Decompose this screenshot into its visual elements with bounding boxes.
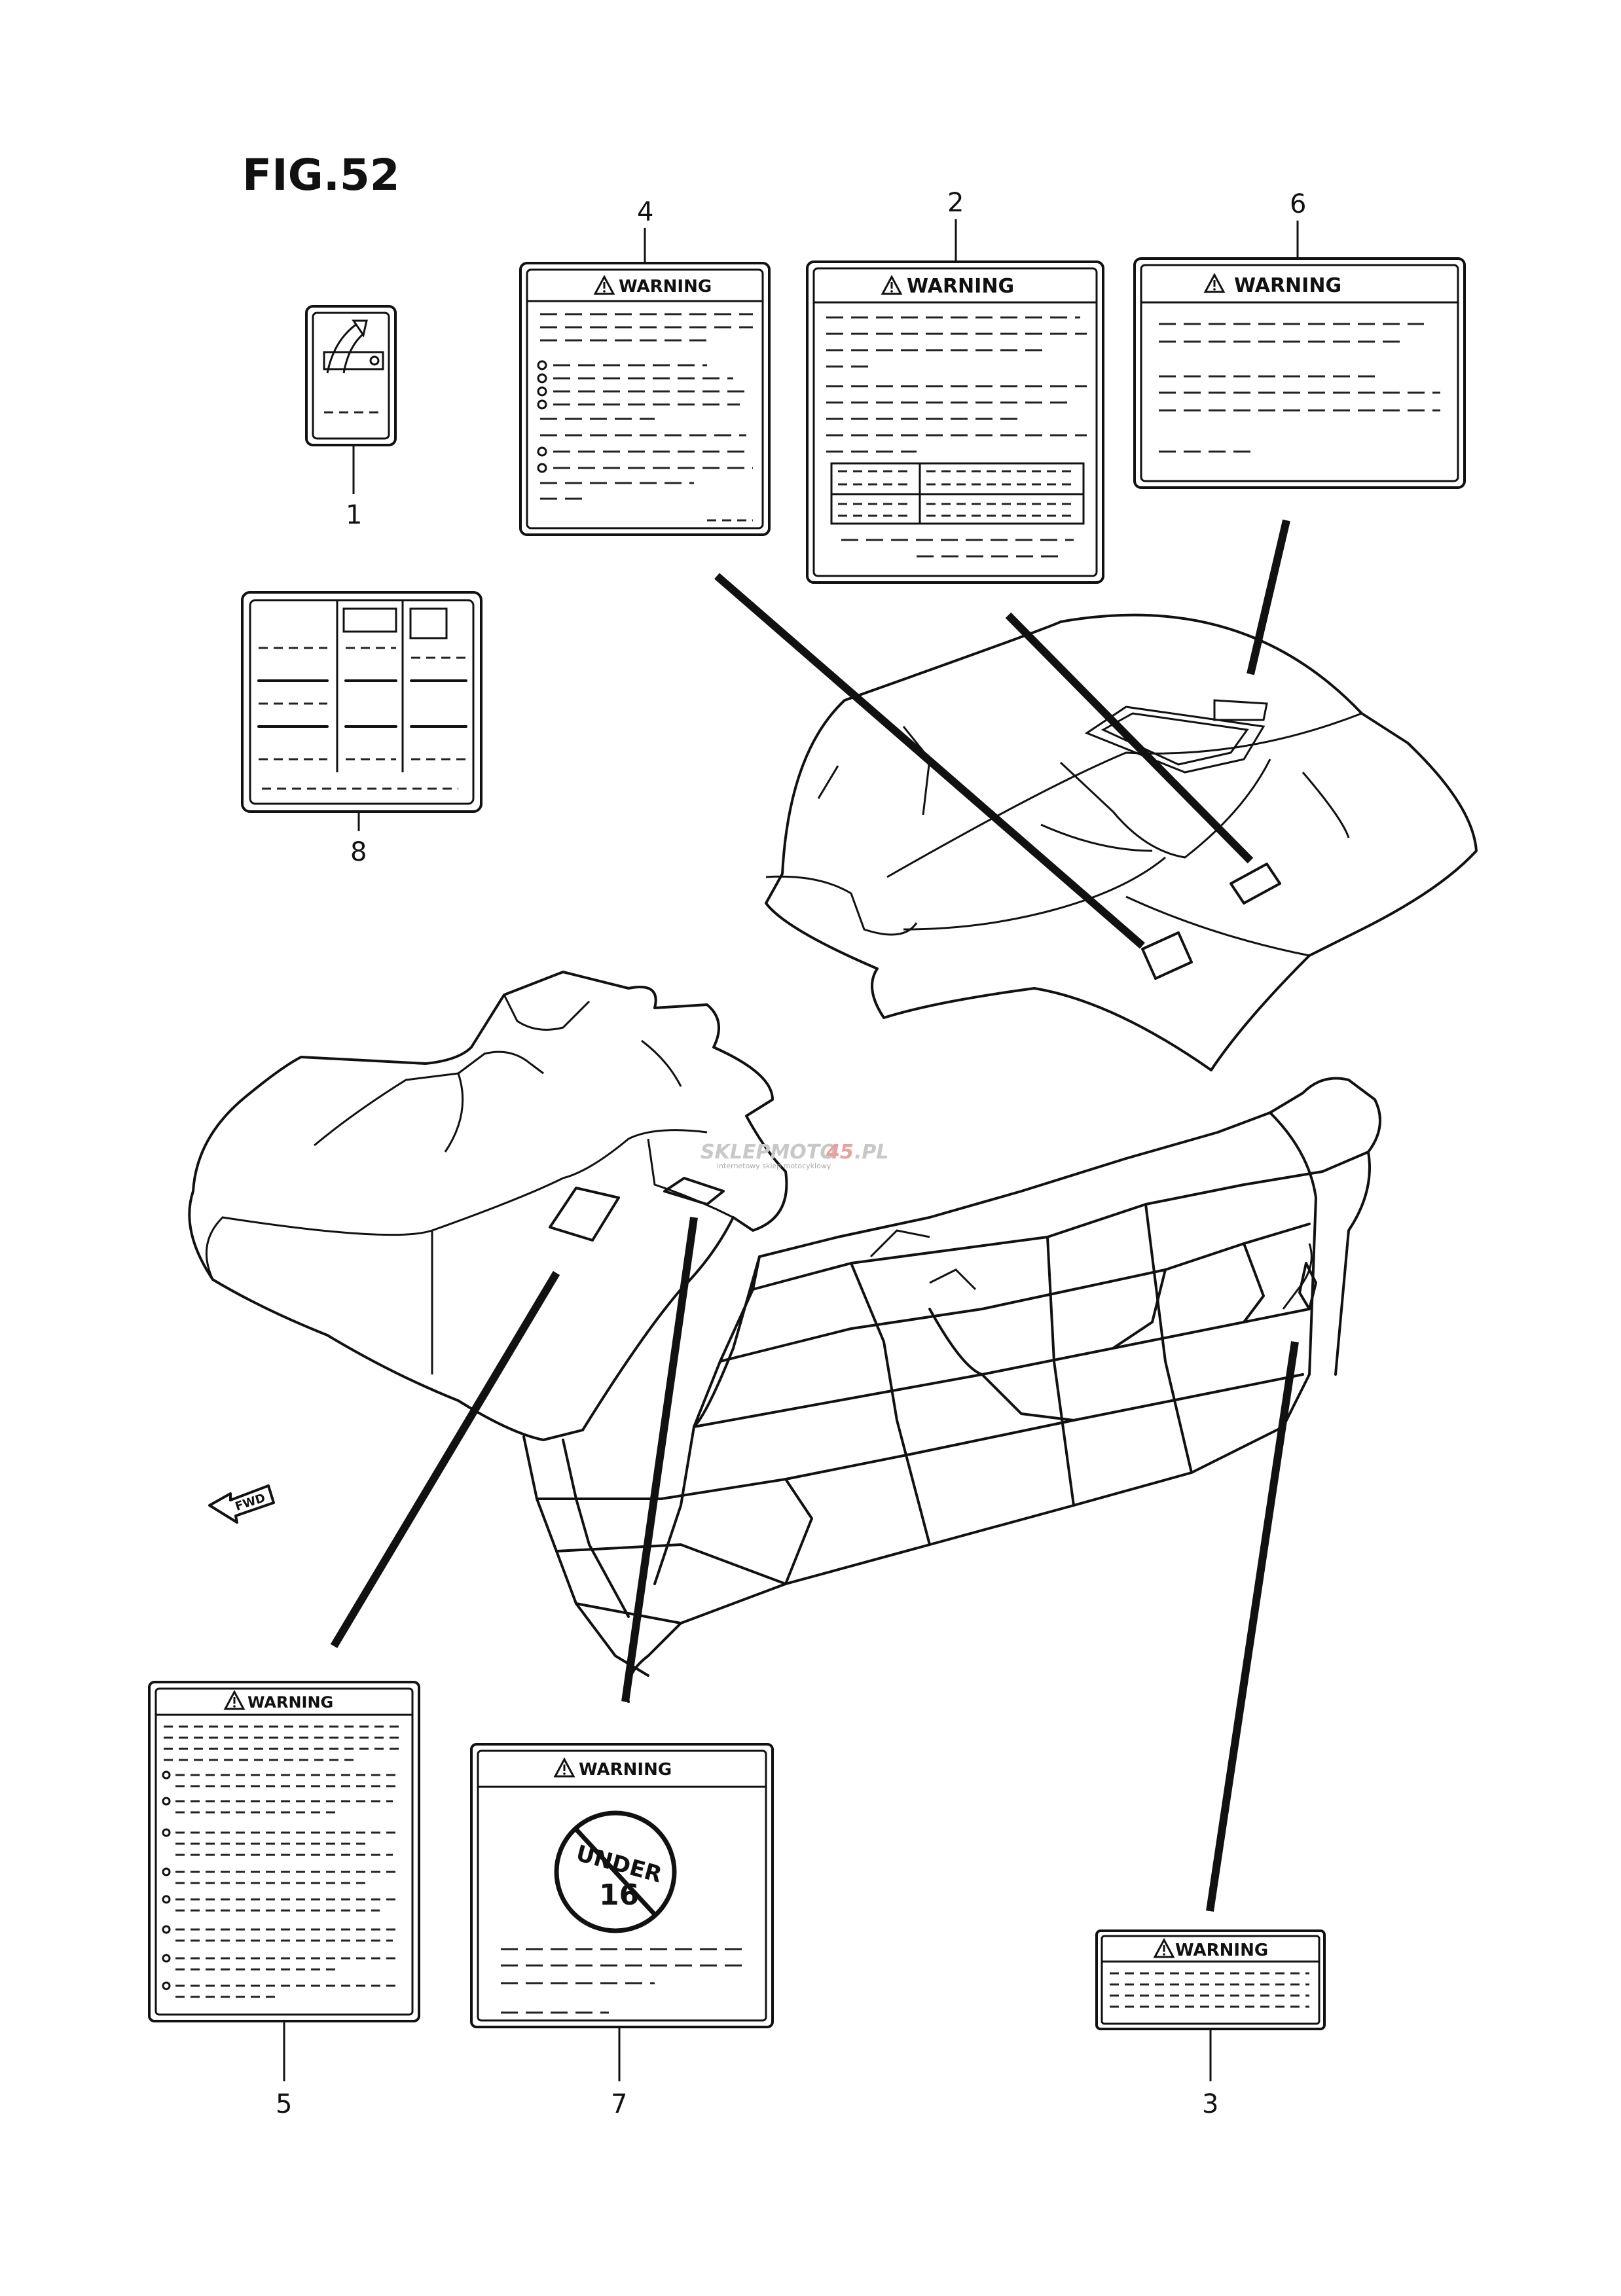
label-7-heading: WARNING [579, 1760, 672, 1780]
watermark-text-c: .PL [854, 1141, 889, 1164]
watermark: SKLEPMOTO 45 .PL internetowy sklep motoc… [701, 1141, 889, 1170]
label-4-heading: WARNING [619, 277, 712, 296]
leader-6 [1247, 519, 1290, 675]
label-6-heading: WARNING [1234, 274, 1341, 297]
label-6-warning: WARNING [1133, 257, 1466, 489]
callout-2: 2 [947, 188, 964, 218]
leader-4 [714, 573, 1145, 949]
label-3-heading: WARNING [1175, 1941, 1268, 1960]
callout-3: 3 [1202, 2089, 1218, 2119]
frame [522, 1077, 1381, 1703]
label-7-age-warning: WARNING UNDER 16 [470, 1743, 774, 2028]
watermark-text-a: SKLEPMOTO [701, 1141, 837, 1164]
label-5-heading: WARNING [247, 1693, 333, 1712]
leader-3 [1206, 1341, 1299, 1912]
fwd-arrow: FWD [208, 1484, 275, 1524]
front-fender [188, 971, 788, 1441]
watermark-text-b: 45 [826, 1141, 854, 1164]
label-2-heading: WARNING [907, 275, 1014, 298]
rear-fender [765, 613, 1478, 1071]
label-3-warning: WARNING [1095, 1929, 1326, 2030]
label-4-warning: WARNING [519, 262, 771, 536]
label-2-warning: WARNING [806, 260, 1104, 584]
callout-5: 5 [276, 2089, 292, 2119]
label-1-shift-pattern [305, 305, 397, 446]
watermark-subtitle: internetowy sklep motocyklowy [717, 1162, 831, 1170]
leader-2 [1005, 612, 1254, 864]
label-8-spec-chart [241, 591, 483, 813]
callout-6: 6 [1290, 189, 1306, 219]
callout-8: 8 [350, 837, 367, 867]
leader-7 [621, 1217, 698, 1702]
callout-1: 1 [346, 500, 362, 530]
figure-title: FIG.52 [242, 150, 400, 200]
callout-4: 4 [637, 197, 653, 227]
age-text: 16 [599, 1878, 639, 1912]
callout-7: 7 [611, 2089, 627, 2119]
label-5-warning: WARNING [148, 1681, 420, 2022]
leader-5 [330, 1270, 560, 1649]
